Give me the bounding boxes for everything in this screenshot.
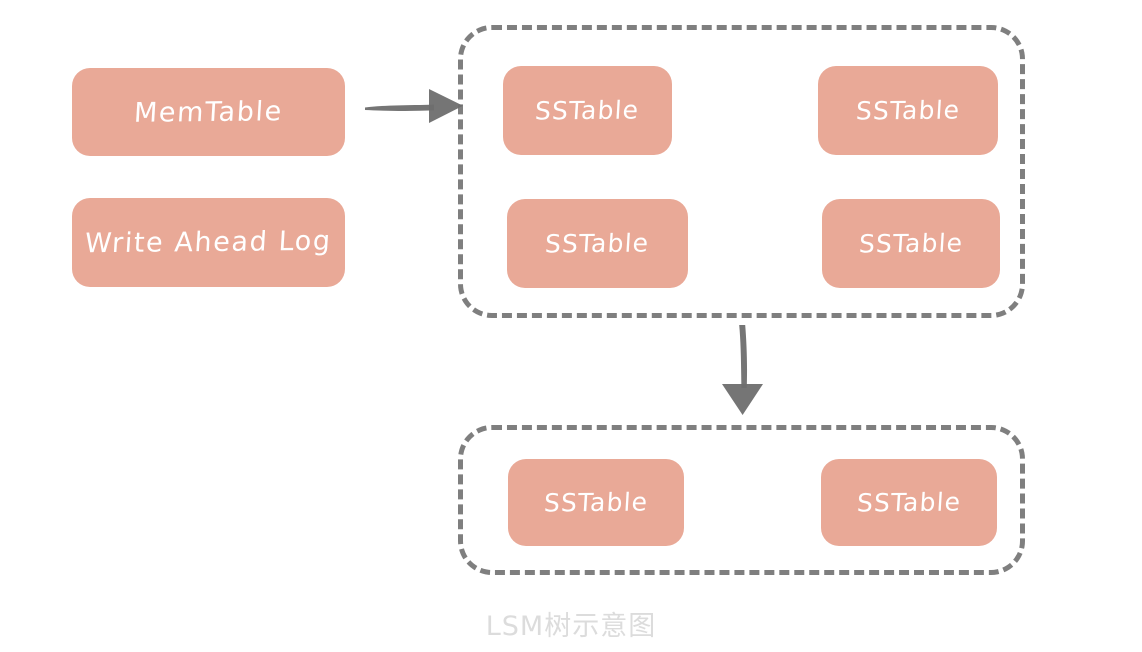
node-sstable-l1-1[interactable]: SSTable [508, 459, 684, 546]
node-sstable-l0-2-label: SSTable [855, 95, 961, 126]
group-level-1 [458, 425, 1025, 575]
node-sstable-l0-2[interactable]: SSTable [818, 66, 998, 155]
node-sstable-l0-1-label: SSTable [534, 95, 641, 126]
arrow-level0-to-level1 [722, 325, 763, 415]
node-sstable-l1-2-label: SSTable [856, 487, 962, 518]
arrow-memtable-to-level0 [365, 89, 463, 123]
node-sstable-l1-1-label: SSTable [543, 487, 649, 518]
node-memtable[interactable]: MemTable [72, 68, 345, 156]
node-sstable-l0-4[interactable]: SSTable [822, 199, 1000, 288]
node-memtable-label: MemTable [133, 95, 284, 129]
node-write-ahead-log[interactable]: Write Ahead Log [72, 198, 345, 287]
diagram-caption: LSM树示意图 [485, 611, 657, 642]
node-sstable-l0-3-label: SSTable [544, 228, 651, 259]
node-sstable-l0-1[interactable]: SSTable [503, 66, 672, 155]
node-sstable-l1-2[interactable]: SSTable [821, 459, 997, 546]
group-level-0 [458, 25, 1025, 318]
node-write-ahead-log-label: Write Ahead Log [84, 225, 333, 260]
node-sstable-l0-4-label: SSTable [858, 228, 964, 259]
node-sstable-l0-3[interactable]: SSTable [507, 199, 688, 288]
